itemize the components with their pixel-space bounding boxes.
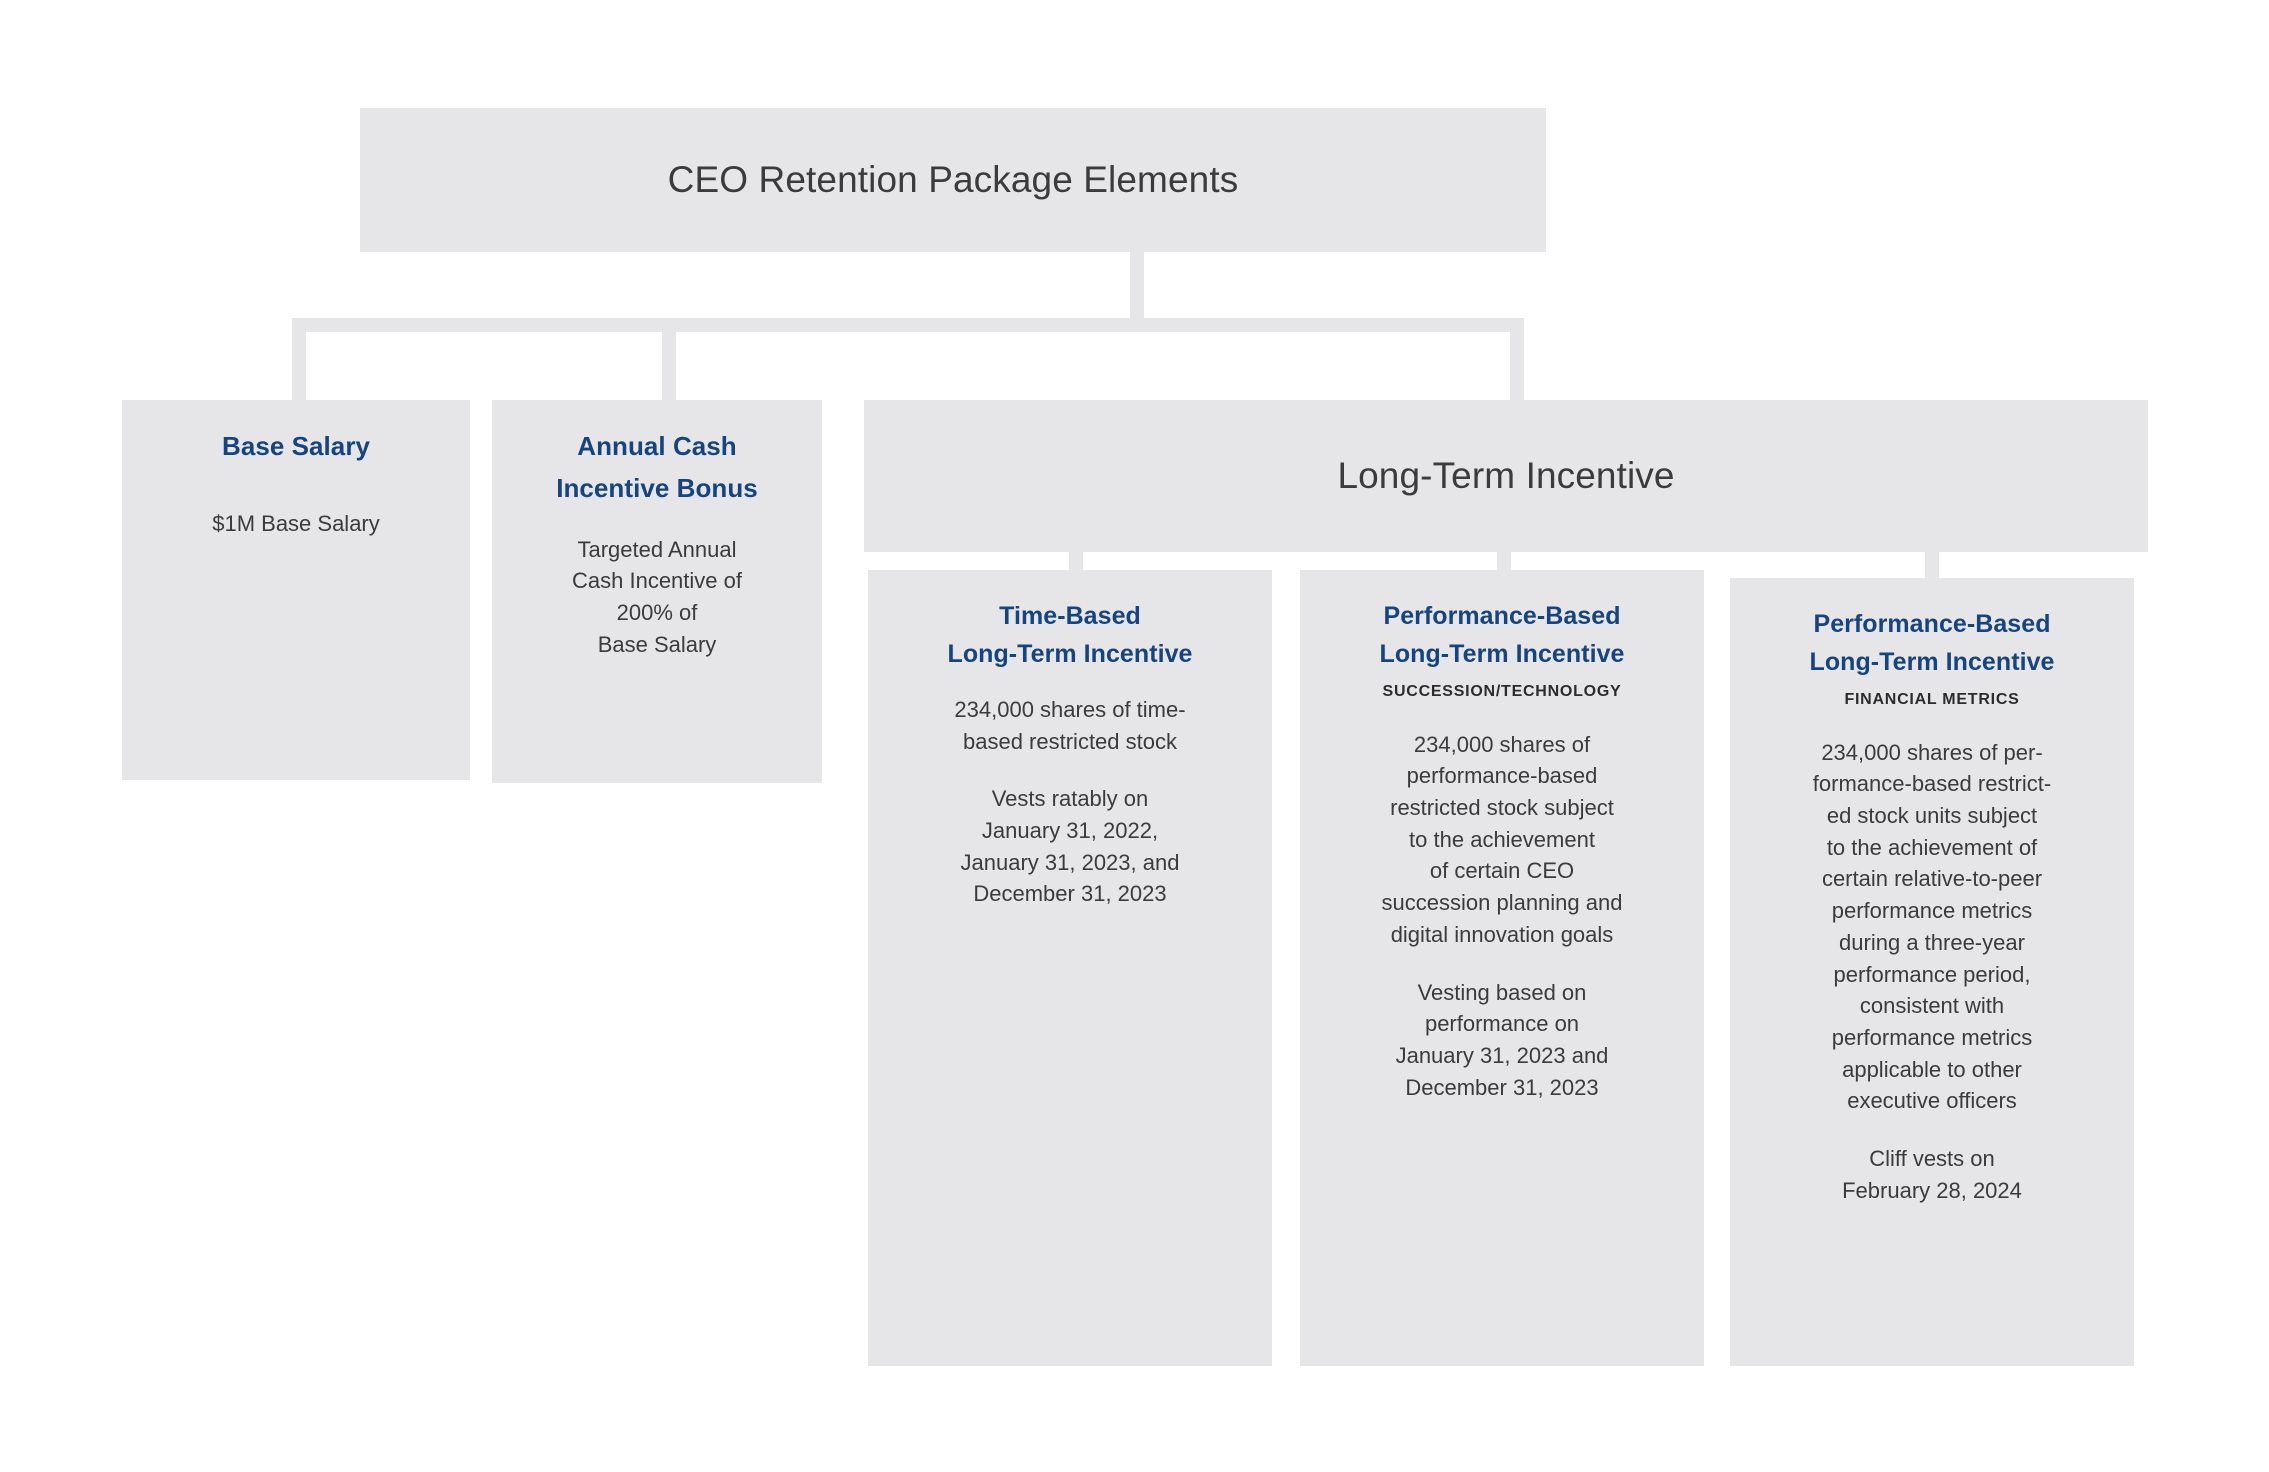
node-annual-cash-incentive-bonus: Annual Cash Incentive Bonus Targeted Ann… <box>492 400 822 783</box>
node-root: CEO Retention Package Elements <box>360 108 1546 252</box>
perf-succession-heading-line1: Performance-Based <box>1383 602 1621 630</box>
connector-root-stem <box>1130 252 1144 318</box>
time-based-body-1: 234,000 shares of time- based restricted… <box>954 697 1186 754</box>
perf-financial-subtitle: FINANCIAL METRICS <box>1844 691 2020 708</box>
perf-financial-heading-line1: Performance-Based <box>1813 610 2051 638</box>
perf-succession-heading-line2: Long-Term Incentive <box>1379 640 1625 668</box>
time-based-heading-line2: Long-Term Incentive <box>947 640 1193 668</box>
annual-cash-body: Targeted Annual Cash Incentive of 200% o… <box>572 536 742 657</box>
base-salary-heading: Base Salary <box>222 431 370 461</box>
connector-drop-annual-cash <box>662 318 676 400</box>
perf-succession-subtitle: SUCCESSION/TECHNOLOGY <box>1382 683 1622 700</box>
connector-drop-long-term-incentive <box>1510 318 1524 400</box>
perf-succession-body-2: Vesting based on performance on January … <box>1395 979 1609 1100</box>
perf-financial-body-1: 234,000 shares of per- formance-based re… <box>1812 739 2052 1114</box>
annual-cash-heading-line2: Incentive Bonus <box>556 472 758 503</box>
node-base-salary: Base Salary $1M Base Salary <box>122 400 470 780</box>
annual-cash-heading-line1: Annual Cash <box>577 431 737 461</box>
root-title: CEO Retention Package Elements <box>667 158 1239 200</box>
time-based-heading-line1: Time-Based <box>999 602 1141 630</box>
perf-financial-heading-line2: Long-Term Incentive <box>1809 648 2055 676</box>
base-salary-body: $1M Base Salary <box>212 510 380 536</box>
node-long-term-incentive: Long-Term Incentive <box>864 400 2148 552</box>
time-based-body-2: Vests ratably on January 31, 2022, Janua… <box>960 786 1180 907</box>
connector-drop-base-salary <box>292 318 306 400</box>
node-time-based-lti: Time-Based Long-Term Incentive 234,000 s… <box>868 570 1272 1366</box>
perf-succession-body-1: 234,000 shares of performance-based rest… <box>1381 731 1623 947</box>
node-perf-based-lti-financial: Performance-Based Long-Term Incentive FI… <box>1730 578 2134 1366</box>
long-term-incentive-title: Long-Term Incentive <box>1337 454 1675 496</box>
perf-financial-body-2: Cliff vests on February 28, 2024 <box>1842 1145 2022 1203</box>
node-perf-based-lti-succession: Performance-Based Long-Term Incentive SU… <box>1300 570 1704 1366</box>
connector-root-bar <box>292 318 1524 332</box>
